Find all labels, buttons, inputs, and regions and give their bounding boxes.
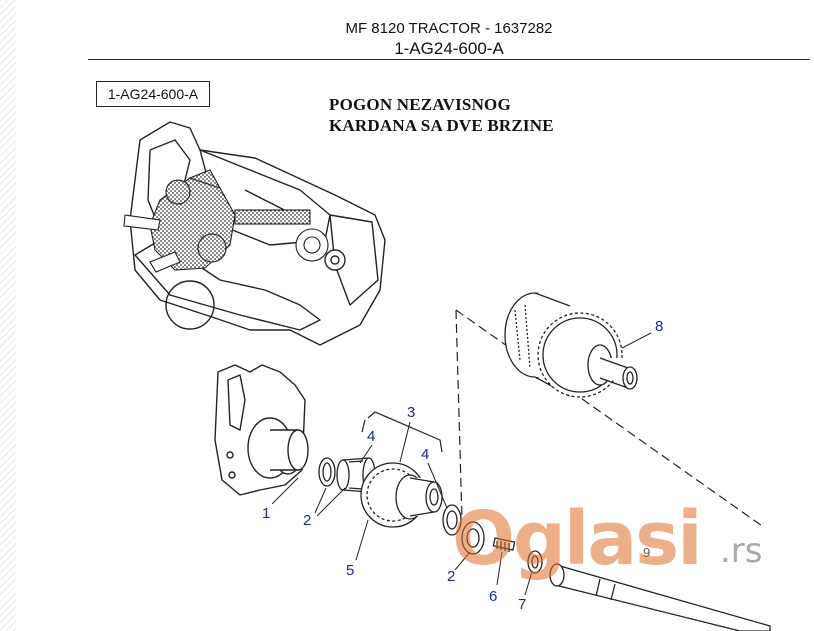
- diagram-title-line2: KARDANA SA DVE BRZINE: [329, 116, 554, 135]
- oglasi-watermark-logo: Oglasi .rs: [452, 497, 777, 589]
- gear-part-3: [360, 462, 443, 528]
- rear-cover-housing: [214, 364, 309, 496]
- callout-1: 1: [262, 505, 271, 522]
- pto-gear-assembly-highlight: [123, 169, 329, 273]
- callout-4-right: 4: [421, 446, 430, 463]
- header-model: MF 8120 TRACTOR - 1637282: [345, 20, 553, 37]
- header-code: 1-AG24-600-A: [394, 39, 504, 58]
- header-rule: [88, 59, 810, 60]
- diagram-title: POGON NEZAVISNOG KARDANA SA DVE BRZINE: [329, 94, 554, 136]
- document-header: MF 8120 TRACTOR - 1637282 1-AG24-600-A: [88, 14, 810, 60]
- needle-bearing-part-4-right: [442, 504, 462, 536]
- callout-7: 7: [518, 596, 527, 613]
- callout-4-left: 4: [367, 428, 376, 445]
- callout-2-left: 2: [303, 512, 312, 529]
- watermark-suffix: .rs: [720, 531, 763, 571]
- callout-2-right: 2: [447, 568, 456, 585]
- callout-leaders: [271, 332, 652, 596]
- assembly-bracket: [361, 411, 443, 453]
- diagram-title-line1: POGON NEZAVISNOG: [329, 95, 511, 114]
- left-margin-hatch: [0, 0, 16, 631]
- output-shaft-part-9: [549, 563, 771, 631]
- callout-9: 9: [643, 545, 651, 560]
- callout-3: 3: [407, 404, 416, 421]
- exploded-shaft-parts: [318, 457, 771, 631]
- callout-6: 6: [489, 588, 498, 605]
- watermark-brand: Oglasi: [452, 496, 703, 582]
- diagram-code-box: 1-AG24-600-A: [96, 81, 210, 107]
- callout-5: 5: [346, 562, 355, 579]
- callout-8: 8: [655, 318, 664, 335]
- pin-part-6: [492, 537, 516, 552]
- clutch-pack-part-8: [504, 292, 638, 398]
